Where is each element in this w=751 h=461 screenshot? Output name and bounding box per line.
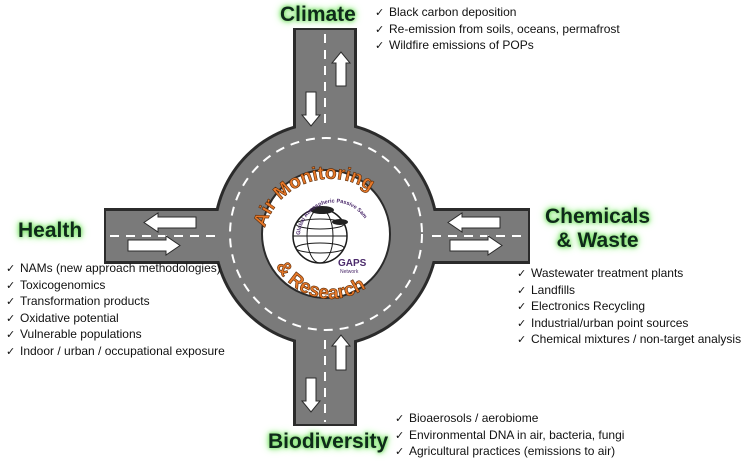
chemicals-heading-line1: Chemicals [545,205,651,228]
climate-list: Black carbon deposition Re-emission from… [375,5,620,55]
biodiversity-list: Bioaerosols / aerobiome Environmental DN… [395,411,624,461]
list-item: Industrial/urban point sources [517,316,741,333]
arrow-up-icon [330,334,352,371]
lane-markings [110,34,526,422]
list-item: Oxidative potential [6,311,225,328]
direction-arrows [127,51,503,413]
list-item: Wastewater treatment plants [517,266,741,283]
list-item: Bioaerosols / aerobiome [395,411,624,428]
list-item: Electronics Recycling [517,299,741,316]
biodiversity-heading: Biodiversity [268,430,389,453]
list-item: Wildfire emissions of POPs [375,38,620,55]
list-item: Transformation products [6,294,225,311]
list-item: Re-emission from soils, oceans, permafro… [375,22,620,39]
health-heading: Health [18,219,83,242]
logo-text: GAPS [338,258,367,269]
sampler-icon [310,206,334,214]
climate-heading: Climate [280,3,356,26]
list-item: Black carbon deposition [375,5,620,22]
arrow-left-icon [143,212,197,233]
health-list: NAMs (new approach methodologies) Toxico… [6,261,225,360]
list-item: Environmental DNA in air, bacteria, fung… [395,428,624,445]
list-item: Agricultural practices (emissions to air… [395,444,624,461]
list-item: Landfills [517,283,741,300]
arrow-left-icon [447,212,501,233]
list-item: Toxicogenomics [6,278,225,295]
logo-subtext: Network [340,269,359,275]
sampler-icon [332,219,348,225]
list-item: NAMs (new approach methodologies) [6,261,225,278]
chemicals-heading-line2: & Waste [556,229,639,253]
lane-marking-ring [229,137,423,331]
center-island [261,169,391,299]
list-item: Indoor / urban / occupational exposure [6,344,225,361]
arrow-down-icon [300,377,322,413]
arrow-right-icon [127,235,181,256]
list-item: Chemical mixtures / non-target analysis [517,332,741,349]
globe-parallel-bottom [295,242,345,254]
chemicals-list: Wastewater treatment plants Landfills El… [517,266,741,349]
arrow-down-icon [300,91,322,127]
list-item: Vulnerable populations [6,327,225,344]
arrow-up-icon [330,51,352,87]
arrow-right-icon [449,235,503,256]
chemicals-waste-heading: Chemicals & Waste [545,205,650,253]
